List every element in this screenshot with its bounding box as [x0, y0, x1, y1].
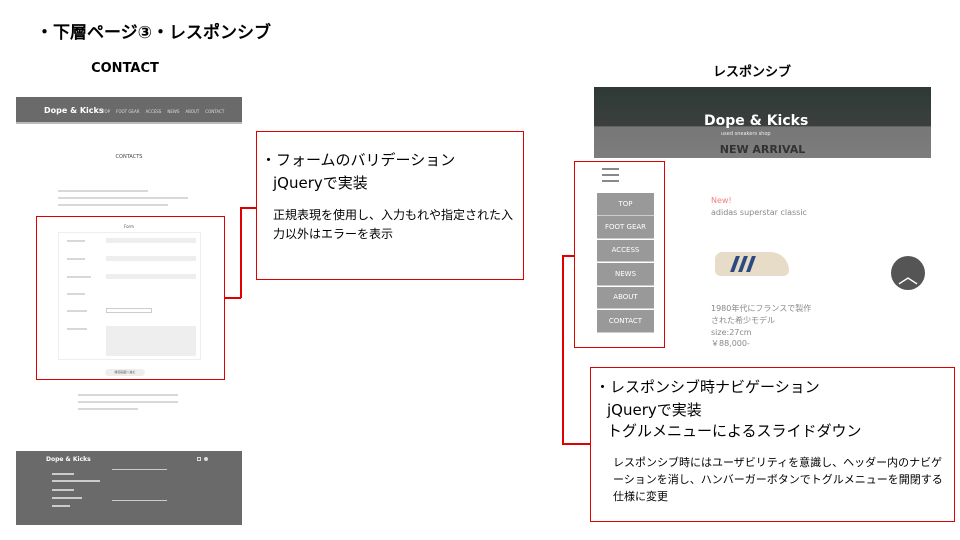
product-name: adidas superstar classic — [711, 208, 807, 217]
nav-item-contact[interactable]: CONTACT — [597, 310, 654, 333]
product-size: size:27cm — [711, 328, 752, 337]
product-desc-2: された希少モデル — [711, 316, 775, 325]
mock-logo: Dope & Kicks — [44, 106, 104, 115]
nav-item-about[interactable]: ABOUT — [597, 286, 654, 309]
mock-nav: TOP FOOT GEAR ACCESS NEWS ABOUT CONTACT — [102, 109, 224, 114]
mock-form-title: Form — [123, 224, 135, 229]
hero-banner: Dope & Kicks used sneakers shop NEW ARRI… — [594, 87, 931, 158]
annotation-note: 正規表現を使用し、入力もれや指定された入力以外はエラーを表示 — [273, 208, 514, 241]
mock-header: Dope & Kicks TOP FOOT GEAR ACCESS NEWS A… — [16, 97, 242, 124]
contact-heading: CONTACT — [91, 61, 159, 76]
nav-item-news[interactable]: NEWS — [597, 263, 654, 286]
contact-page-mockup: Dope & Kicks TOP FOOT GEAR ACCESS NEWS A… — [16, 97, 242, 525]
nav-item-foot-gear[interactable]: FOOT GEAR — [597, 216, 654, 239]
annotation-subtitle: jQueryで実装 — [273, 174, 368, 192]
mock-page-heading: CONTACTS — [115, 154, 143, 160]
nav-annotation: ・レスポンシブ時ナビゲーション jQueryで実装 トグルメニューによるスライド… — [590, 367, 955, 522]
chevron-up-icon: ︿ — [898, 264, 918, 288]
banner-tagline: used sneakers shop — [721, 131, 771, 137]
annotation-note: レスポンシブ時にはユーザビリティを意識し、ヘッダー内のナビゲーションを消し、ハン… — [613, 456, 943, 503]
nav-item-access[interactable]: ACCESS — [597, 239, 654, 262]
mock-submit-button[interactable]: 確認画面へ進む — [105, 369, 145, 376]
mock-footer-logo: Dope & Kicks — [46, 456, 91, 463]
annotation-subtitle-2: トグルメニューによるスライドダウン — [607, 422, 862, 440]
validation-annotation: ・フォームのバリデーション jQueryで実装 正規表現を使用し、入力もれや指定… — [256, 131, 524, 280]
product-price: ￥88,000- — [711, 339, 750, 348]
mock-footer: Dope & Kicks — [16, 451, 242, 525]
twitter-icon[interactable] — [204, 457, 208, 461]
mock-form — [58, 232, 201, 360]
instagram-icon[interactable] — [197, 457, 201, 461]
product-desc-1: 1980年代にフランスで製作 — [711, 304, 812, 313]
form-highlight — [36, 216, 225, 380]
mock-nav-item: ABOUT — [185, 109, 200, 114]
mock-nav-item: NEWS — [167, 109, 180, 114]
banner-logo: Dope & Kicks — [704, 113, 809, 129]
mock-map — [112, 469, 167, 501]
sneaker-image — [713, 240, 793, 282]
mock-nav-item: CONTACT — [205, 109, 225, 114]
nav-item-top[interactable]: TOP — [597, 193, 654, 216]
new-badge: New! — [711, 196, 732, 205]
mock-nav-item: TOP — [102, 109, 111, 114]
annotation-title: ・レスポンシブ時ナビゲーション — [595, 378, 820, 396]
nav-highlight — [574, 161, 665, 348]
banner-section-title: NEW ARRIVAL — [719, 143, 806, 156]
mock-nav-item: ACCESS — [145, 109, 162, 114]
mock-nav-item: FOOT GEAR — [116, 109, 140, 114]
responsive-heading: レスポンシブ — [712, 65, 791, 80]
scroll-top-button[interactable]: ︿ — [891, 256, 925, 290]
hamburger-icon[interactable] — [602, 167, 619, 182]
annotation-subtitle: jQueryで実装 — [607, 401, 702, 419]
page-title: ・下層ページ③・レスポンシブ — [36, 23, 272, 43]
annotation-title: ・フォームのバリデーション — [261, 151, 456, 169]
